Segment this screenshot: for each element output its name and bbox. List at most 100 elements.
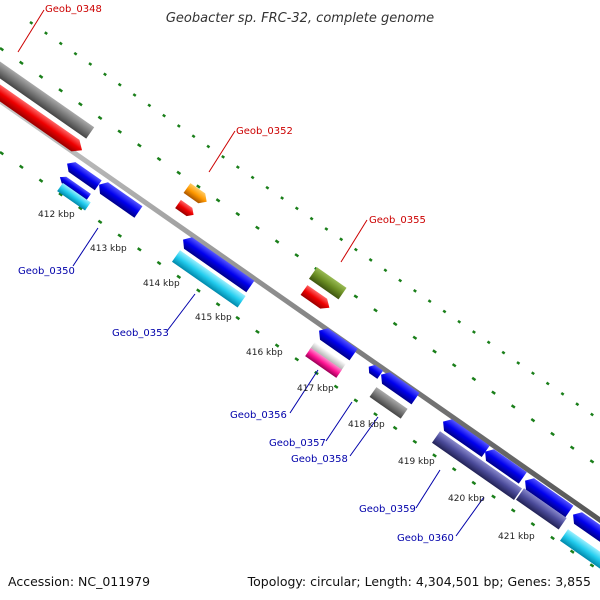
- track-dot: [491, 390, 496, 395]
- track-dot: [353, 294, 359, 299]
- track-dot: [73, 51, 78, 56]
- gene-blue-2: [59, 176, 91, 201]
- track-dot: [235, 315, 241, 321]
- track-dot: [530, 417, 536, 423]
- track-dot: [368, 257, 373, 262]
- track-dot: [451, 467, 457, 472]
- track-dot: [392, 425, 398, 431]
- track-dot: [18, 164, 24, 170]
- gene-geob-0355: [308, 267, 347, 300]
- track-dot: [18, 60, 24, 66]
- track-dot: [569, 549, 575, 554]
- track-dot: [550, 431, 555, 437]
- track-dot: [176, 274, 182, 280]
- tick-label: 412 kbp: [38, 210, 75, 220]
- track-dot: [491, 494, 496, 499]
- track-dot: [156, 156, 162, 162]
- gene-geob-0352: [183, 183, 207, 204]
- track-dot: [383, 268, 388, 273]
- track-dot: [392, 321, 398, 327]
- track-dot: [221, 154, 226, 159]
- track-dot: [569, 445, 575, 450]
- track-dot: [38, 178, 44, 183]
- gene-label: Geob_0355: [369, 215, 426, 226]
- tick-label: 416 kbp: [246, 348, 283, 358]
- topology-text: Topology: circular; Length: 4,304,501 bp…: [247, 574, 591, 589]
- track-dot: [353, 398, 359, 403]
- gene-geob-0357: [368, 364, 384, 379]
- reverse-strand-genes: [57, 162, 600, 570]
- track-dot: [97, 115, 103, 121]
- gene-labels-reverse: Geob_0350 Geob_0353 Geob_0356 Geob_0357 …: [18, 266, 454, 544]
- track-dot: [427, 299, 432, 304]
- gene-labels-forward: Geob_0348 Geob_0352 Geob_0355: [45, 4, 426, 226]
- gene-label: Geob_0348: [45, 4, 102, 15]
- track-dot: [412, 288, 417, 293]
- map-title: Geobacter sp. FRC-32, complete genome: [166, 11, 434, 26]
- track-dot: [255, 225, 260, 230]
- dotted-tracks: [0, 20, 595, 568]
- gene-geob-0353: [171, 250, 246, 308]
- tick-label: 419 kbp: [398, 457, 435, 467]
- track-dot: [77, 205, 83, 211]
- label-leaders: [17, 9, 485, 537]
- track-dot: [309, 216, 314, 221]
- track-dot: [353, 247, 358, 252]
- gene-label: Geob_0353: [112, 328, 169, 339]
- tick-label: 417 kbp: [297, 384, 334, 394]
- track-dot: [255, 329, 260, 334]
- track-dot: [274, 239, 280, 244]
- track-dot: [136, 247, 142, 252]
- track-dot: [29, 20, 34, 25]
- genome-backbone: [0, 97, 600, 524]
- track-dot: [58, 88, 64, 93]
- track-dot: [265, 185, 270, 190]
- track-dot: [432, 453, 437, 458]
- gene-geob-0359: [431, 431, 523, 500]
- track-dot: [117, 233, 123, 238]
- tick-label: 421 kbp: [498, 532, 535, 542]
- tick-label: 420 kbp: [448, 494, 485, 504]
- track-dot: [412, 439, 418, 444]
- gene-geob-0356-pink: [305, 347, 343, 378]
- track-dot: [191, 134, 196, 139]
- track-dot: [510, 404, 516, 409]
- track-dot: [88, 62, 93, 66]
- track-dot: [324, 227, 329, 231]
- track-dot: [486, 340, 491, 345]
- gene-label: Geob_0357: [269, 438, 326, 449]
- track-dot: [471, 480, 477, 486]
- track-dot: [589, 563, 595, 568]
- gene-blue-8: [525, 478, 574, 518]
- track-dot: [373, 308, 378, 313]
- gene-blue-3: [183, 237, 255, 293]
- gene-cyan-2: [559, 529, 600, 570]
- gene-geob-0350: [99, 182, 143, 218]
- gene-blue-7: [485, 449, 527, 484]
- track-dot: [206, 144, 211, 149]
- track-dot: [38, 74, 44, 79]
- track-dot: [58, 192, 64, 197]
- gene-blue-9: [573, 512, 600, 547]
- track-dot: [215, 198, 221, 203]
- gene-blue-5: [381, 372, 420, 405]
- gene-label: Geob_0360: [397, 533, 454, 544]
- kbp-tick-labels: 412 kbp 413 kbp 414 kbp 415 kbp 416 kbp …: [38, 210, 535, 542]
- tick-label: 414 kbp: [143, 279, 180, 289]
- track-dot: [176, 170, 182, 176]
- track-dot: [398, 278, 403, 283]
- accession-text: Accession: NC_011979: [8, 574, 150, 589]
- track-dot: [176, 124, 181, 128]
- track-dot: [501, 350, 506, 355]
- forward-strand-genes: [0, 52, 347, 309]
- track-dot: [545, 381, 550, 386]
- track-dot: [560, 391, 565, 396]
- track-dot: [147, 103, 152, 108]
- track-dot: [58, 41, 63, 46]
- track-dot: [442, 309, 447, 314]
- track-dot: [117, 82, 122, 87]
- tick-label: 413 kbp: [90, 244, 127, 254]
- gene-label: Geob_0352: [236, 126, 293, 137]
